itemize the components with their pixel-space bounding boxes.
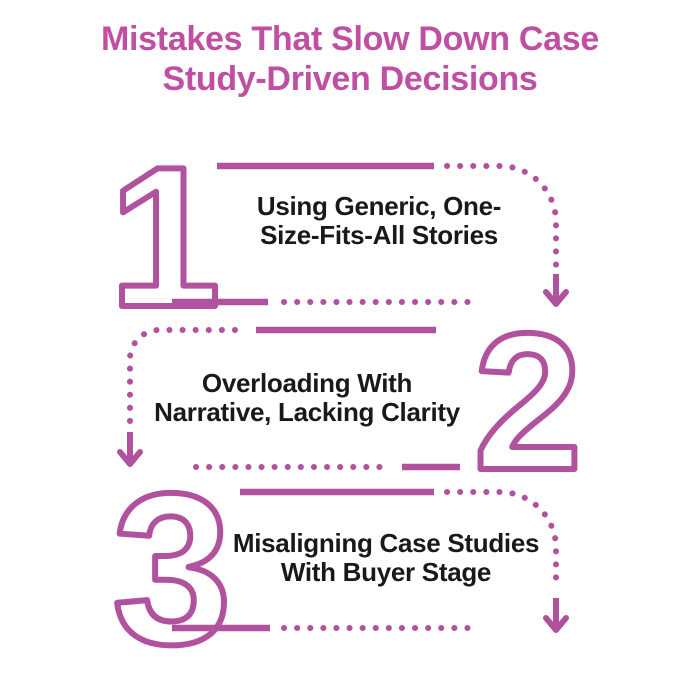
step-2-label: Overloading With Narrative, Lacking Clar… bbox=[132, 369, 482, 427]
step-1-label-line-1: Using Generic, One- bbox=[256, 191, 502, 221]
page-title-line-2: Study-Driven Decisions bbox=[162, 60, 538, 98]
step-1-number: 1 bbox=[109, 126, 220, 349]
step-3-dotted-connector bbox=[444, 489, 559, 593]
step-1-label: Using Generic, One- Size-Fits-All Storie… bbox=[209, 192, 549, 250]
arrow-down-icon bbox=[543, 289, 569, 307]
page-title-line-1: Mistakes That Slow Down Case bbox=[101, 20, 599, 58]
step-1-label-line-2: Size-Fits-All Stories bbox=[260, 220, 498, 250]
step-3-number: 3 bbox=[112, 448, 232, 689]
step-2-number: 2 bbox=[474, 293, 582, 511]
step-3-label-line-1: Misaligning Case Studies bbox=[232, 528, 540, 558]
step-3-label-line-2: With Buyer Stage bbox=[280, 557, 492, 587]
step-2-label-line-2: Narrative, Lacking Clarity bbox=[154, 397, 460, 427]
step-2-label-line-1: Overloading With bbox=[201, 368, 413, 398]
step-1-dotted-connector bbox=[444, 163, 559, 270]
arrow-down-icon bbox=[117, 449, 143, 467]
arrow-down-icon bbox=[543, 615, 569, 633]
step-2-dotted-connector bbox=[127, 327, 247, 424]
page-title: Mistakes That Slow Down Case Study-Drive… bbox=[0, 19, 700, 99]
step-3-label: Misaligning Case Studies With Buyer Stag… bbox=[211, 529, 561, 587]
